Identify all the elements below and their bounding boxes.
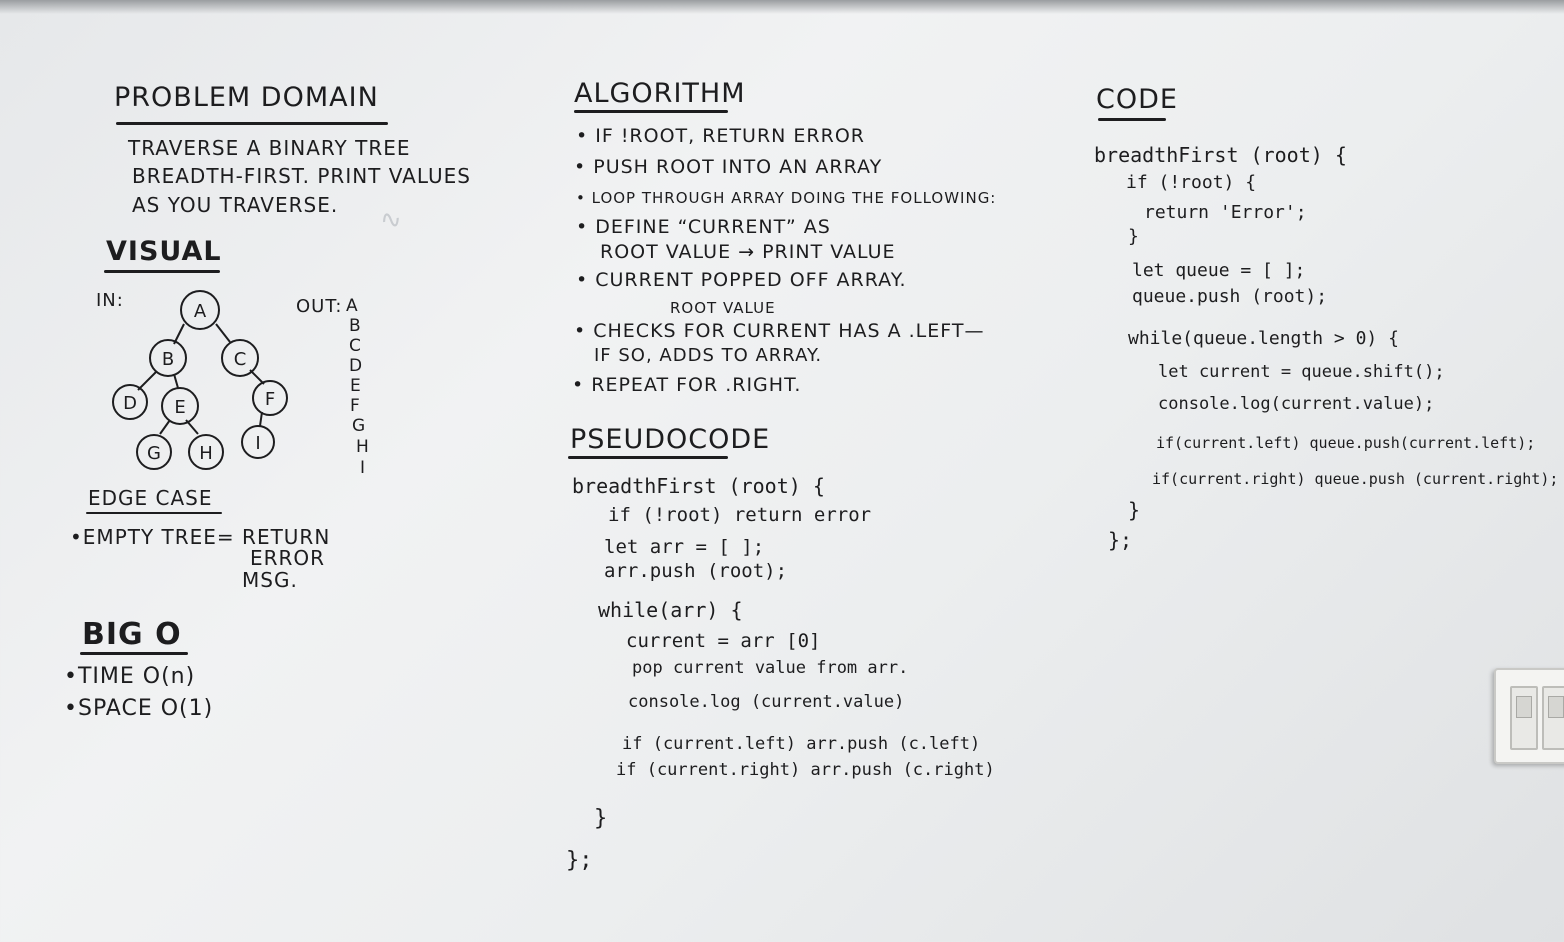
code-line: breadthFirst (root) { [1094,143,1347,167]
out-value: H [356,437,370,457]
algorithm-step: • IF !ROOT, RETURN ERROR [576,125,865,147]
code-line: queue.push (root); [1132,286,1328,307]
edge-b-e [173,373,179,389]
pseudocode-line: if (current.right) arr.push (c.right) [616,760,995,780]
code-line: if (!root) { [1126,172,1257,193]
code-line: if(current.right) queue.push (current.ri… [1152,470,1559,488]
node-a-label: A [194,301,207,322]
pseudocode-line: breadthFirst (root) { [572,474,825,498]
edge-case-line-2: ERROR [250,546,326,570]
light-switch [1542,686,1564,750]
edge-b-d [137,371,157,391]
problem-domain-underline [116,122,388,125]
pseudocode-line: pop current value from arr. [632,658,909,678]
pseudocode-line: if (current.left) arr.push (c.left) [622,734,981,754]
node-e-circle [161,387,199,425]
code-line: }; [1108,528,1133,552]
erased-smudge: ∿ [378,203,404,237]
algorithm-step-continued: ROOT VALUE → PRINT VALUE [600,241,896,263]
big-o-underline [80,652,188,655]
code-line: console.log(current.value); [1158,394,1435,414]
pseudocode-line: console.log (current.value) [628,692,905,712]
node-d-label: D [123,393,137,414]
node-e-label: E [174,397,185,418]
code-heading: CODE [1096,84,1178,115]
code-underline [1098,118,1166,121]
node-g-label: G [147,443,161,464]
node-g-circle [136,434,172,470]
out-value: C [349,336,362,356]
code-line: while(queue.length > 0) { [1128,328,1399,349]
problem-domain-line-1: TRAVERSE A BINARY TREE [128,136,411,160]
node-c-label: C [234,349,247,370]
algorithm-step: • DEFINE “CURRENT” AS [576,216,831,238]
edge-case-line-1: •EMPTY TREE= RETURN [70,525,331,549]
algorithm-underline [574,110,728,113]
code-line: let queue = [ ]; [1132,260,1306,281]
code-line: if(current.left) queue.push(current.left… [1156,434,1536,452]
pseudocode-underline [568,456,728,459]
node-a-circle [180,290,220,330]
pseudocode-line: if (!root) return error [608,504,872,526]
edge-case-line-3: MSG. [242,568,298,592]
algorithm-heading: ALGORITHM [574,78,746,109]
node-i-label: I [255,433,260,454]
algorithm-step: • CURRENT POPPED OFF ARRAY. [576,269,907,291]
node-f-label: F [265,389,275,410]
out-label: OUT: [296,296,343,317]
algorithm-step: • PUSH ROOT INTO AN ARRAY [574,156,883,178]
node-i-circle [241,425,275,459]
pseudocode-line: } [594,806,608,831]
algorithm-insertion: ROOT VALUE [670,299,776,317]
code-line: } [1128,498,1141,522]
out-value: I [360,458,367,478]
binary-tree-diagram: A B C D E F G H I [112,290,288,470]
edge-case-underline [86,512,222,514]
out-value: G [352,416,367,436]
node-h-label: H [199,443,213,464]
code-line: let current = queue.shift(); [1158,362,1445,382]
visual-underline [104,270,220,273]
algorithm-step: • LOOP THROUGH ARRAY DOING THE FOLLOWING… [576,189,997,207]
edge-e-g [159,419,171,435]
algorithm-step-continued: IF SO, ADDS TO ARRAY. [594,345,823,366]
big-o-time: •TIME O(n) [64,664,196,689]
pseudocode-heading: PSEUDOCODE [570,424,771,455]
edge-a-c [215,323,231,343]
node-f-circle [252,380,288,416]
pseudocode-line: current = arr [0] [626,630,821,652]
out-value: B [349,316,362,336]
big-o-space: •SPACE O(1) [64,696,214,721]
board-top-edge [0,0,1564,14]
out-value: D [349,356,364,376]
code-line: return 'Error'; [1144,202,1307,223]
out-value: F [350,396,361,416]
node-c-circle [221,339,259,377]
out-value: E [350,376,362,396]
light-switch-plate [1494,668,1564,764]
visual-heading: VISUAL [106,236,222,267]
algorithm-step: • REPEAT FOR .RIGHT. [572,374,802,396]
pseudocode-line: let arr = [ ]; [604,536,765,558]
pseudocode-line: while(arr) { [598,598,743,622]
big-o-heading: BIG O [82,617,182,652]
in-label: IN: [96,290,124,311]
out-value: A [346,296,359,316]
problem-domain-line-3: AS YOU TRAVERSE. [132,193,339,217]
light-switch [1510,686,1538,750]
problem-domain-line-2: BREADTH-FIRST. PRINT VALUES [132,164,471,188]
edge-f-i [259,411,263,427]
code-line: } [1128,226,1139,247]
pseudocode-line: arr.push (root); [604,560,788,582]
problem-domain-heading: PROBLEM DOMAIN [114,82,379,113]
node-d-circle [112,384,148,420]
algorithm-step: • CHECKS FOR CURRENT HAS A .LEFT— [574,320,985,342]
node-h-circle [188,434,224,470]
node-b-label: B [162,349,174,370]
edge-case-heading: EDGE CASE [88,486,213,510]
pseudocode-line: }; [566,848,593,873]
node-b-circle [149,339,187,377]
